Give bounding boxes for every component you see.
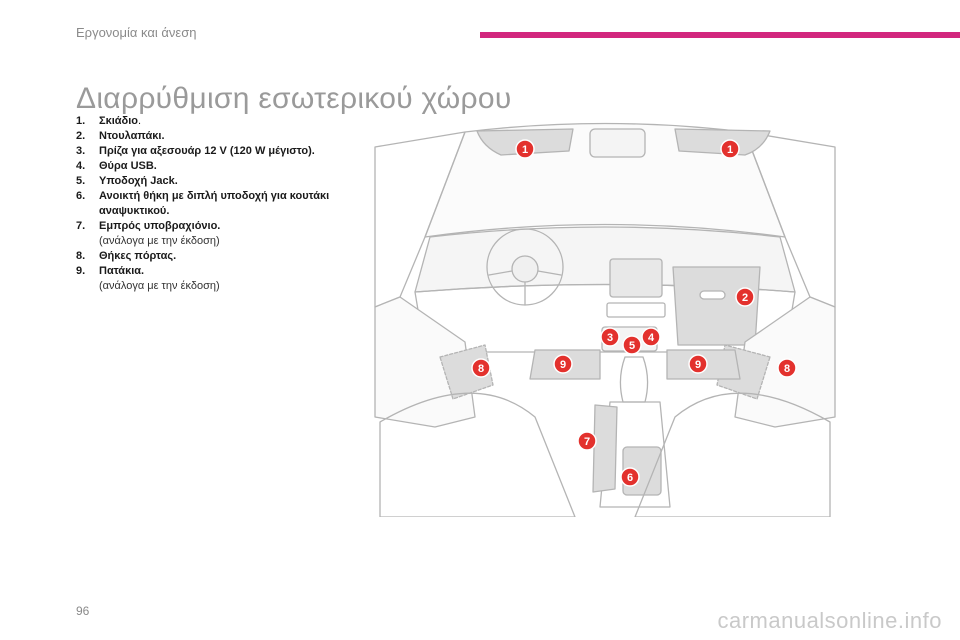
legend-label: Πρίζα για αξεσουάρ 12 V (120 W μέγιστο). bbox=[99, 145, 315, 157]
climate-panel bbox=[606, 302, 666, 318]
svg-text:8: 8 bbox=[784, 363, 790, 375]
sun-visor-right bbox=[674, 128, 771, 156]
seat-right bbox=[634, 392, 831, 517]
callout-armrest: 7 bbox=[577, 431, 597, 451]
gear-lever bbox=[619, 356, 649, 403]
legend-label: Πατάκια. bbox=[99, 265, 145, 277]
svg-text:9: 9 bbox=[560, 359, 566, 371]
legend-number: 5. bbox=[76, 175, 86, 187]
infotainment-screen bbox=[609, 258, 663, 298]
svg-text:1: 1 bbox=[522, 144, 528, 156]
legend-suffix: . bbox=[138, 115, 142, 127]
legend-label: Θύρα USB. bbox=[99, 160, 157, 172]
callout-door-bin-left: 8 bbox=[471, 358, 491, 378]
page-number: 96 bbox=[76, 604, 90, 618]
legend-item: 2. Ντουλαπάκι. bbox=[76, 129, 336, 144]
glovebox-handle bbox=[699, 290, 726, 300]
legend-label: Υποδοχή Jack. bbox=[99, 175, 178, 187]
legend-number: 3. bbox=[76, 145, 86, 157]
legend-number: 1. bbox=[76, 115, 86, 127]
svg-text:1: 1 bbox=[727, 144, 733, 156]
legend-label: Ανοικτή θήκη με διπλή υποδοχή για κουτάκ… bbox=[99, 190, 330, 217]
callout-glovebox: 2 bbox=[735, 287, 755, 307]
legend-number: 8. bbox=[76, 250, 86, 262]
legend-label: Θήκες πόρτας. bbox=[99, 250, 177, 262]
callout-door-bin-right: 8 bbox=[777, 358, 797, 378]
legend-label: Σκιάδιο bbox=[99, 115, 138, 127]
svg-text:8: 8 bbox=[478, 363, 484, 375]
legend-item: 7. Εμπρός υποβραχιόνιο. (ανάλογα με την έκ… bbox=[76, 219, 336, 249]
callout-jack-socket: 5 bbox=[622, 335, 642, 355]
legend-item: 8. Θήκες πόρτας. bbox=[76, 249, 336, 264]
callout-cup-holder: 6 bbox=[620, 467, 640, 487]
chapter-accent-bar bbox=[480, 32, 960, 38]
legend-number: 4. bbox=[76, 160, 86, 172]
legend-note: (ανάλογα με την έκδοση) bbox=[99, 280, 220, 292]
watermark: carmanualsonline.info bbox=[717, 608, 942, 633]
legend-note: (ανάλογα με την έκδοση) bbox=[99, 235, 220, 247]
legend-item: 9. Πατάκια. (ανάλογα με την έκδοση) bbox=[76, 264, 336, 294]
legend-item: 5. Υποδοχή Jack. bbox=[76, 174, 336, 189]
callout-floor-mat-left: 9 bbox=[553, 354, 573, 374]
callout-sun-visor-left: 1 bbox=[515, 139, 535, 159]
legend-label: Εμπρός υποβραχιόνιο. bbox=[99, 220, 221, 232]
legend-number: 7. bbox=[76, 220, 86, 232]
legend-number: 2. bbox=[76, 130, 86, 142]
interior-illustration: 1 1 2 3 4 5 6 7 8 8 9 9 bbox=[374, 122, 836, 517]
svg-text:4: 4 bbox=[648, 332, 655, 344]
a-pillar-left bbox=[374, 131, 466, 308]
legend-list: 1. Σκιάδιο. 2. Ντουλαπάκι. 3. Πρίζα για αξε… bbox=[76, 114, 336, 294]
armrest bbox=[592, 404, 618, 493]
legend-number: 6. bbox=[76, 190, 86, 202]
legend-item: 1. Σκιάδιο. bbox=[76, 114, 336, 129]
legend-item: 3. Πρίζα για αξεσουάρ 12 V (120 W μέγιστο… bbox=[76, 144, 336, 159]
callout-floor-mat-right: 9 bbox=[688, 354, 708, 374]
svg-text:7: 7 bbox=[584, 436, 590, 448]
legend-item: 6. Ανοικτή θήκη με διπλή υποδοχή για κουτ… bbox=[76, 189, 336, 219]
callout-sun-visor-right: 1 bbox=[720, 139, 740, 159]
steering-wheel-hub bbox=[511, 255, 539, 283]
svg-text:2: 2 bbox=[742, 292, 748, 304]
svg-text:6: 6 bbox=[627, 472, 633, 484]
rear-view-mirror bbox=[589, 128, 646, 158]
svg-text:5: 5 bbox=[629, 340, 635, 352]
callout-usb-port: 4 bbox=[641, 327, 661, 347]
svg-text:9: 9 bbox=[695, 359, 701, 371]
legend-item: 4. Θύρα USB. bbox=[76, 159, 336, 174]
chapter-title: Εργονομία και άνεση bbox=[76, 25, 197, 40]
legend-number: 9. bbox=[76, 265, 86, 277]
legend-label: Ντουλαπάκι. bbox=[99, 130, 165, 142]
page-title: Διαρρύθμιση εσωτερικού χώρου bbox=[76, 82, 512, 116]
svg-text:3: 3 bbox=[607, 332, 613, 344]
seat-left bbox=[379, 392, 576, 517]
callout-socket-12v: 3 bbox=[600, 327, 620, 347]
